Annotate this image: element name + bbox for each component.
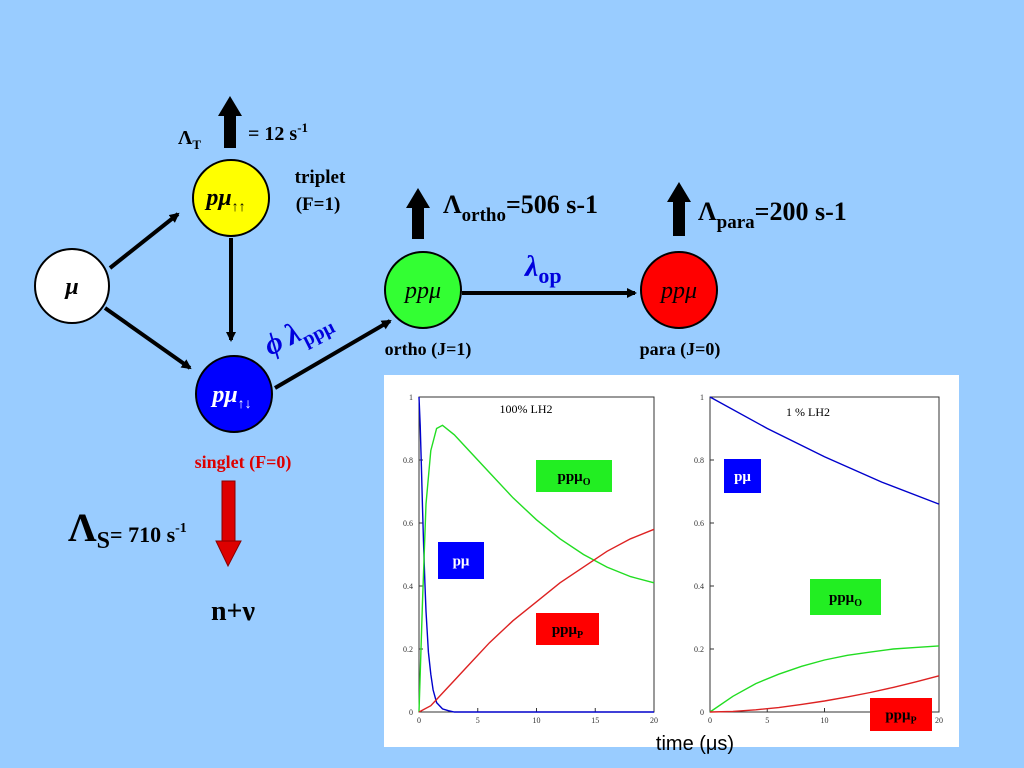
node-mu-circle [34, 248, 110, 324]
legend-label: ppμP [885, 708, 916, 727]
x-tick-label: 5 [765, 716, 769, 725]
y-tick-label: 1 [409, 393, 413, 402]
x-tick-label: 5 [476, 716, 480, 725]
y-tick-label: 0.4 [694, 582, 704, 591]
legend-box [810, 579, 881, 615]
y-tick-label: 0 [409, 708, 413, 717]
y-tick-label: 0.8 [403, 456, 413, 465]
series-line [418, 424, 655, 713]
lambda-t-value: = 12 s-1 [248, 120, 308, 145]
n-nu-label: n+ν [211, 596, 256, 627]
node-ortho-label: ppμ [403, 278, 441, 304]
legend-label: pμ [453, 554, 470, 570]
lambda-s-label: ΛS= 710 s-1 [68, 505, 187, 554]
x-tick-label: 10 [533, 716, 541, 725]
x-tick-label: 10 [821, 716, 829, 725]
y-tick-label: 1 [700, 393, 704, 402]
y-tick-label: 0.6 [694, 519, 704, 528]
lambda-op-label: λop [523, 250, 562, 288]
node-ortho-circle [384, 251, 462, 329]
y-tick-label: 0.6 [403, 519, 413, 528]
x-tick-label: 15 [591, 716, 599, 725]
series-line [709, 396, 940, 505]
series-line [709, 645, 940, 713]
legend-box [536, 613, 599, 645]
node-mu-label: μ [63, 274, 78, 300]
x-axis-label: time (μs) [655, 733, 735, 755]
y-tick-label: 0.2 [694, 645, 704, 654]
arrow-mu-to-singlet [103, 306, 192, 370]
series-line [418, 528, 655, 713]
arrow-mu-to-triplet [108, 212, 180, 270]
lambda-t-label: ΛT [178, 127, 201, 152]
node-triplet-circle [192, 159, 270, 237]
up-arrow-triplet [218, 96, 242, 148]
arrow-singlet-to-ortho [273, 319, 392, 390]
legend-box [438, 542, 484, 579]
node-para-circle [640, 251, 718, 329]
legend-box [724, 459, 761, 493]
legend-box [870, 698, 932, 731]
x-tick-label: 20 [935, 716, 943, 725]
node-singlet-circle [195, 355, 273, 433]
x-tick-label: 0 [708, 716, 712, 725]
series-line [418, 396, 654, 713]
lambda-para-label: Λpara=200 s-1 [698, 197, 847, 233]
up-arrow-ortho [406, 188, 430, 239]
legend-label: ppμO [829, 590, 862, 609]
singlet-label: singlet (F=0) [195, 452, 292, 473]
node-para-label: ppμ [659, 278, 697, 304]
ortho-label: ortho (J=1) [385, 339, 472, 360]
legend-label: pμ [734, 469, 751, 485]
chart-title: 1 % LH2 [786, 405, 830, 419]
y-tick-label: 0 [700, 708, 704, 717]
node-singlet-label: pμ↑↓ [210, 382, 251, 412]
y-tick-label: 0.2 [403, 645, 413, 654]
series-line [709, 675, 940, 713]
plot-frame [709, 396, 940, 713]
node-triplet-label: pμ↑↑ [204, 185, 245, 215]
legend-box [536, 460, 612, 492]
legend-label: ppμP [552, 622, 583, 641]
chart-title: 100% LH2 [500, 402, 553, 416]
triplet-label: triplet [295, 167, 346, 188]
legend-label: ppμO [558, 469, 591, 488]
triplet-f-label: (F=1) [296, 194, 341, 215]
lambda-ortho-label: Λortho=506 s-1 [443, 190, 598, 226]
y-tick-label: 0.4 [403, 582, 413, 591]
y-tick-label: 0.8 [694, 456, 704, 465]
down-arrow-singlet [215, 480, 242, 568]
up-arrow-para [667, 182, 691, 236]
x-tick-label: 20 [650, 716, 658, 725]
para-label: para (J=0) [640, 339, 721, 360]
x-tick-label: 0 [417, 716, 421, 725]
